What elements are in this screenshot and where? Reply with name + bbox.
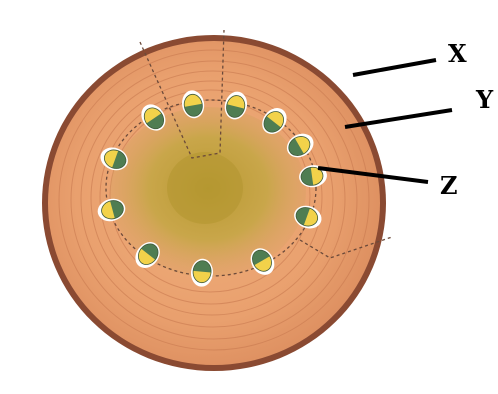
label-z: Z: [440, 171, 458, 200]
leader-line-x: [353, 60, 436, 75]
label-x: X: [448, 39, 467, 68]
pith-core: [167, 152, 243, 224]
label-y: Y: [475, 85, 494, 114]
